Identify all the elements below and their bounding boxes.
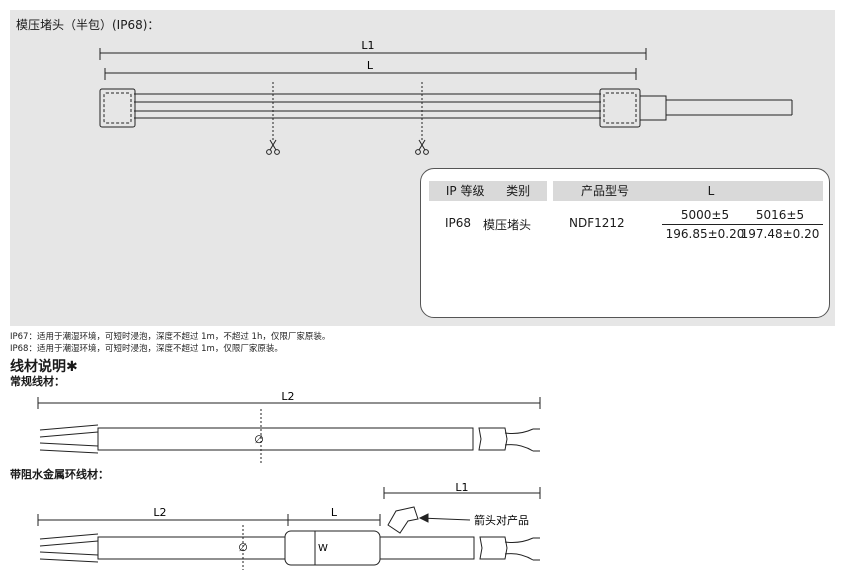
scissors-icon: [266, 139, 280, 155]
regular-wire-label: 常规线材：: [10, 375, 65, 388]
ring-wire-label: 带阻水金属环线材：: [10, 468, 109, 481]
dim-label-l1: L1: [361, 39, 374, 52]
ring-dim-l: L: [331, 506, 338, 519]
end-cap-drawing: L1 L: [99, 39, 793, 155]
note-ip68: IP68：适用于潮湿环境，可短时浸泡，深度不超过 1m，仅限厂家原装。: [10, 344, 283, 354]
cell-model: NDF1212: [569, 216, 625, 230]
diameter-symbol: ∅: [238, 541, 248, 554]
spec-table-header: IP 等级 类别 产品型号 L: [429, 181, 823, 201]
end-cap-panel: 模压堵头（半包）(IP68)：: [10, 10, 835, 326]
ring-dim-l1: L1: [455, 481, 468, 494]
wire-heading: 线材说明✱: [10, 359, 78, 375]
ring-dim-l2: L2: [153, 506, 166, 519]
dim-label-l: L: [367, 59, 374, 72]
spec-table: IP 等级 类别 产品型号 L IP68 模压堵头 NDF1212 5000±5…: [420, 168, 830, 318]
cell-length-1: 5000±5 196.85±0.20: [662, 208, 748, 241]
cell-category: 模压堵头: [483, 218, 532, 232]
ring-w-label: W: [318, 543, 328, 554]
diameter-symbol: ∅: [254, 433, 264, 446]
cell-length-2: 5016±5 197.48±0.20: [737, 208, 823, 241]
note-ip67: IP67：适用于潮湿环境，可短时浸泡，深度不超过 1m，不超过 1h，仅限厂家原…: [10, 332, 331, 342]
scissors-icon: [415, 139, 429, 155]
end-cap-title: 模压堵头（半包）(IP68)：: [16, 18, 160, 32]
cell-ip: IP68: [445, 216, 472, 230]
header-cell: 产品型号 L: [553, 181, 823, 201]
regular-dim-l2: L2: [281, 390, 294, 403]
header-cell: IP 等级 类别: [429, 181, 547, 201]
wire-drawing: L2 ∅ L1 L2 L W ∅ 箭头对产品: [37, 390, 541, 570]
arrow-note: 箭头对产品: [474, 513, 529, 527]
